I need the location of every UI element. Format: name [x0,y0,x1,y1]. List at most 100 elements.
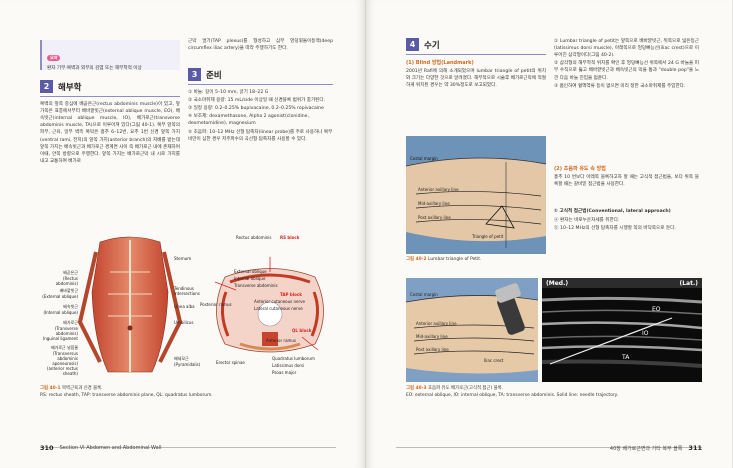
label-tendinous: Tendinous intersections [174,286,200,296]
caption-tag: 그림 40-1 [40,386,61,391]
footer-rule [40,447,336,448]
label-rs-block: RS block [280,235,300,240]
running-chapter: 40장 배가로근면과 기타 복부 블록 [609,445,683,452]
label-mid-axillary: Mid-axillary line [418,201,450,206]
label-transverse-abdominis: 배가로근 (Transverse abdominis) [54,320,78,336]
list-item: ⑤ 초음파: 10–12 MHz 선형 탐촉자(linear probe)를 주… [188,129,333,142]
list-item: ② 삼각형의 해부학적 위치를 확인 후 엉덩뼈능선 위쪽에서 24 G 바늘을… [554,61,699,81]
label-costal-margin: Costal margin [410,292,438,297]
muscle-illustration [77,236,324,373]
label-sternum: Sternum [174,256,192,261]
photo-drawing [406,283,538,374]
section-number: 2 [40,80,53,93]
figure-us-probe-photo: Costal margin Anterior axillary line Mid… [406,278,538,382]
anatomy-heading: 2 해부학 [40,80,81,93]
label-anterior-ramus: Anterior ramus [266,338,297,343]
caption-text-2: RS: rectus sheath, TAP: transverse abdom… [40,392,213,398]
label-aponeurosis: 배가로근 널힘줄 (Transversus abdominis aponeuro… [46,345,78,376]
list-item: ③ 흡인하여 혈액역류 등이 없으면 미리 정한 국소마취제를 주입한다. [554,83,686,89]
list-item: ⓐ 환자는 바로누운자세를 취한다. [554,218,620,223]
list-item: ② 국소마취제 용량: 15 mL/side 이상일 때 신경블록 범위가 충가… [188,98,326,104]
label-rectus-abdominis: 배곧은근 (Rectus abdominis) [55,270,78,286]
us-label-med: (Med.) [546,280,569,287]
section-number: 4 [406,38,419,51]
label-post-axillary: Post axillary line [418,215,451,220]
label-costal-margin: Costal margin [410,156,438,161]
approach-steps: ⓐ 환자는 바로누운자세를 취한다. ⓑ 10–12 MHz의 선형 탐촉자를 … [554,217,699,233]
figure3-caption: 그림 40-3 초음파 유도 배가로근(고식적 접근) 블록. EO: exte… [406,386,702,399]
procedure-heading: 4 수기 [406,38,440,51]
left-page: 요약 환자 기부·복벽과 외부의 감염 또는 해부학적 이상 2 해부학 복벽의… [0,0,366,468]
us-label-ta: TA [622,354,630,361]
section-title: 준비 [206,70,222,81]
caption-text: 복벽근육과 신경 블록. [62,386,103,391]
label-latissimus: Latissimus dorsi [272,363,305,368]
label-internal-oblique-x: Internal oblique [234,276,266,281]
petit-steps: ① Lumbar triangle of petit는 앞쪽으로 배바깥빗근, … [554,38,699,91]
label-psoas: Psoas major [272,370,297,375]
list-item: ① Lumbar triangle of petit는 앞쪽으로 배바깥빗근, … [554,39,699,59]
list-item: ① 바늘: 길이 5–10 mm, 굵기 18–22 G [188,90,269,95]
figure1-caption: 그림 40-1 복벽근육과 신경 블록. RS: rectus sheath, … [40,386,340,399]
photo-drawing [406,157,546,248]
anatomy-continued: 근막 얼기(TAP plexus)를 형성하고 심부 엉덩휘돌이동맥(deep … [188,39,333,52]
label-internal-oblique: 배속빗근 (Internal oblique) [43,304,78,315]
section-number: 3 [188,68,201,81]
label-post-axillary: Post axillary line [416,347,449,352]
list-item: ③ 일정 용량: 0.2–0.25% bupivacaine, 0.2–0.25… [188,106,324,112]
us-label-io: IO [642,330,649,337]
key-box: 요약 환자 기부·복벽과 외부의 감염 또는 해부학적 이상 [40,40,180,71]
figure-abdominal-muscles: 배곧은근 (Rectus abdominis) 배바깥빗근 (External … [40,232,340,382]
ultrasound-image: (Med.) (Lat.) EO IO TA [542,278,702,382]
list-item: ④ 보조제: dexamethasone, Alpha 2 agonist(cl… [188,114,309,127]
label-anterior-cutaneous: Anterior cutaneous nerve [254,299,305,304]
label-pyramidalis: 배세모근 (Pyramidalis) [174,356,201,367]
label-tap-block: TAP block [280,292,302,297]
us-title: (2) 초음파 유도 속 방법 [554,166,606,172]
label-umbilicus: Umbilicus [174,320,194,325]
key-box-text: 환자 기부·복벽과 외부의 감염 또는 해부학적 이상 [47,66,142,71]
page-number: 311 [688,444,702,452]
label-posterior-ramus: Posterior ramus [200,302,232,307]
prep-heading: 3 준비 [188,68,222,81]
us-label-eo: EO [652,306,661,313]
prep-list: ① 바늘: 길이 5–10 mm, 굵기 18–22 G ② 국소마취제 용량:… [188,89,333,144]
caption-tag: 그림 40-3 [406,386,427,391]
label-ql-block: QL block [292,328,312,333]
left-footer: 310 Section VI Abdomen and Abdominal Wal… [40,444,162,452]
label-erector-spinae: Erector spinae [216,360,245,365]
caption-tag: 그림 40-2 [406,257,427,262]
blind-text: 2001년 Rafi에 의해 소개되었으며 lumbar triangle of… [406,69,546,89]
running-section: Section VI Abdomen and Abdominal Wall [59,445,162,451]
key-box-tag: 요약 [47,55,61,61]
list-item: ⓑ 10–12 MHz의 선형 탐촉자를 시행할 쪽의 바닥쪽으로 둔다. [554,226,676,232]
approach-title: ① 고식적 접근법(Conventional, lateral approach… [554,209,671,214]
label-transverse-x: Transverse abdominis [234,283,278,288]
section-rule [406,54,546,55]
label-mid-axillary: Mid-axillary line [416,334,448,339]
label-lateral-cutaneous: Lateral cutaneous nerve [254,306,303,311]
caption-text: Lumbar triangle of Petit. [428,257,482,262]
label-external-oblique: 배바깥빗근 (External oblique) [42,288,78,299]
label-quadratus: Quadratus lumborum [272,356,315,361]
label-rectus: Rectus abdominis [236,235,272,240]
label-inguinal-ligament: Inguinal ligament [43,336,78,341]
label-anterior-axillary: Anterior axillary line [416,321,457,326]
label-iliac-crest: Iliac crest [484,358,504,363]
label-linea-alba: Linea alba [174,304,195,309]
footer-rule [396,447,702,448]
anatomy-paragraph: 복벽의 앞쪽 중심에 배곧은근(rectus abdominis muscle)… [40,102,180,164]
section-title: 해부학 [58,82,82,93]
caption-text-2: EO: external oblique, IO: internal obliq… [406,392,618,398]
section-title: 수기 [424,40,440,51]
us-text: 흉추 10 번보다 아래쪽 블록하고자 할 때는 고식적 접근법을, 보다 위쪽… [554,175,699,188]
right-page: 4 수기 (1) Blind 방법(Landmark) 2001년 Rafi에 … [366,0,732,468]
label-external-oblique-x: External oblique [234,269,267,274]
figure2-caption: 그림 40-2 Lumbar triangle of Petit. [406,257,546,264]
ultrasound-drawing [542,278,702,368]
page-number: 310 [40,444,54,452]
blind-title: (1) Blind 방법(Landmark) [406,60,474,66]
section-rule [40,96,180,97]
label-triangle-petit: Triangle of petit [472,234,504,239]
